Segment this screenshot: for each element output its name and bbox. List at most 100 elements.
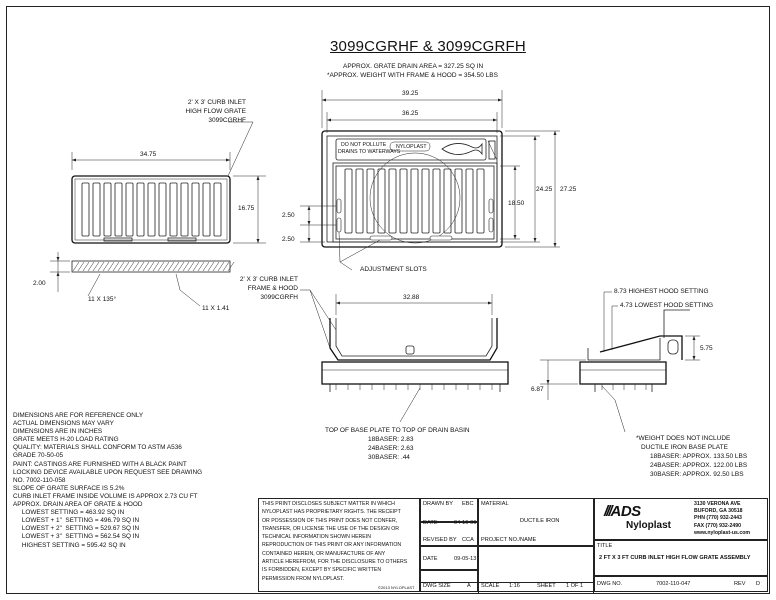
grate-bar bbox=[114, 182, 123, 237]
title-cell bbox=[594, 540, 768, 576]
grate-bar bbox=[213, 182, 222, 237]
grate-callout-line1: 2' X 3' CURB INLET bbox=[187, 99, 246, 106]
frame-grate-bar bbox=[355, 168, 364, 234]
drawn-by-cell bbox=[420, 498, 478, 522]
frame-height-dim-1: 24.25 bbox=[536, 186, 553, 193]
grate-bar bbox=[180, 182, 189, 237]
rev-value: D bbox=[756, 581, 761, 587]
hatch-line bbox=[217, 261, 225, 272]
material-cell bbox=[478, 498, 594, 546]
disclaimer-box bbox=[258, 498, 420, 592]
grate-bar bbox=[191, 182, 200, 237]
note-line: DIMENSIONS ARE IN INCHES bbox=[13, 428, 103, 436]
note-line: DIMENSIONS ARE FOR REFERENCE ONLY bbox=[13, 412, 144, 419]
hatch-line bbox=[87, 261, 95, 272]
grate-height-dim: 16.75 bbox=[238, 205, 255, 212]
hatch-line bbox=[227, 261, 235, 272]
revised-by-label: REVISED BY bbox=[423, 537, 457, 543]
frame-grate-bar bbox=[454, 168, 463, 234]
hatch-line bbox=[167, 261, 175, 272]
note-line: GRATE MEETS H-20 LOAD RATING bbox=[13, 436, 119, 444]
hatch-line bbox=[152, 261, 160, 272]
hatch-line bbox=[157, 261, 165, 272]
note-line: LOWEST + 2" SETTING = 529.67 SQ IN bbox=[13, 525, 140, 533]
hatch-line bbox=[107, 261, 115, 272]
weight-row-18: 18BASER: APPROX. 133.50 LBS bbox=[650, 453, 748, 460]
grate-angle-dim: 11 X 135° bbox=[88, 296, 117, 303]
frame-height-dim-2: 27.25 bbox=[560, 186, 577, 193]
title-label: TITLE bbox=[597, 543, 613, 549]
highest-hood-setting: 8.73 HIGHEST HOOD SETTING bbox=[614, 288, 709, 295]
frame-grate-bar bbox=[344, 168, 353, 234]
hatch-line bbox=[212, 261, 220, 272]
note-line: QUALITY: MATERIALS SHALL CONFORM TO ASTM… bbox=[13, 444, 182, 452]
frame-callout-line3: 3099CGRFH bbox=[260, 294, 298, 301]
base-heading: TOP OF BASE PLATE TO TOP OF DRAIN BASIN bbox=[325, 427, 470, 434]
note-line: LOWEST + 1" SETTING = 496.79 SQ IN bbox=[13, 517, 140, 525]
dwg-size-label: DWG SIZE bbox=[423, 583, 451, 589]
hatch-line bbox=[197, 261, 205, 272]
weight-note-line1: *WEIGHT DOES NOT INCLUDE bbox=[636, 435, 731, 442]
frame-grate-bar bbox=[465, 168, 474, 234]
frame-top-view bbox=[321, 130, 503, 248]
scale-row bbox=[420, 582, 594, 592]
note-line: LOCKING DEVICE AVAILABLE UPON REQUEST SE… bbox=[13, 468, 203, 476]
hatch-line bbox=[142, 261, 150, 272]
grate-bar bbox=[136, 182, 145, 237]
hatch-line bbox=[187, 261, 195, 272]
hatch-line bbox=[137, 261, 145, 272]
hatch-line bbox=[117, 261, 125, 272]
grate-bar-dim: 11 X 1.41 bbox=[202, 305, 230, 312]
hatch-line bbox=[102, 261, 110, 272]
frame-callout-line2: FRAME & HOOD bbox=[247, 285, 298, 292]
hatch-line bbox=[122, 261, 130, 272]
frame-left-dim-2: 2.50 bbox=[282, 236, 295, 243]
grate-bar bbox=[81, 182, 90, 237]
note-line: LOWEST SETTING = 463.92 SQ IN bbox=[13, 509, 125, 517]
disclaimer-text: THIS PRINT DISCLOSES SUBJECT MATTER IN W… bbox=[262, 501, 408, 582]
hatch-line bbox=[92, 261, 100, 272]
company-address: 3130 VERONA AVE BUFORD, GA 30518 PHN (77… bbox=[694, 501, 751, 536]
hatch-line bbox=[162, 261, 170, 272]
material-label: MATERIAL bbox=[481, 501, 509, 507]
hatch-line bbox=[82, 261, 90, 272]
hood-side-view bbox=[579, 309, 690, 392]
hatch-line bbox=[97, 261, 105, 272]
dwg-size-value: A bbox=[467, 583, 471, 589]
plate-text-line1: DO NOT POLLUTE bbox=[341, 142, 387, 148]
side-width-dim: 32.88 bbox=[403, 294, 420, 301]
frame-left-dim-1: 2.50 bbox=[282, 212, 295, 219]
rev-label: REV bbox=[734, 581, 746, 587]
frame-grate-bar bbox=[410, 168, 419, 234]
frame-grate-bar bbox=[476, 168, 485, 234]
hatch-line bbox=[112, 261, 120, 272]
revised-by-cell bbox=[420, 546, 478, 570]
drawn-by-label: DRAWN BY bbox=[423, 501, 453, 507]
copyright: ©2013 NYLOPLAST bbox=[378, 585, 415, 590]
base-row-18: 18BASER: 2.83 bbox=[368, 436, 414, 443]
date2-label: DATE bbox=[423, 556, 438, 562]
weight-row-30: 30BASER: APPROX. 92.50 LBS bbox=[650, 471, 744, 478]
frame-grate-bar bbox=[377, 168, 386, 234]
grate-bar bbox=[92, 182, 101, 237]
ads-logo-slashes: /// bbox=[604, 503, 612, 520]
frame-side-view bbox=[321, 318, 509, 392]
grate-width-dim: 34.75 bbox=[140, 151, 157, 158]
grate-bar bbox=[103, 182, 112, 237]
material-value: DUCTILE IRON bbox=[520, 518, 560, 524]
note-line: CURB INLET FRAME INSIDE VOLUME IS APPROX… bbox=[13, 492, 198, 500]
hatch-line bbox=[172, 261, 180, 272]
general-notes: DIMENSIONS ARE FOR REFERENCE ONLY ACTUAL… bbox=[13, 412, 202, 550]
ads-logo: ///ADS bbox=[604, 503, 641, 520]
note-line: ACTUAL DIMENSIONS MAY VARY bbox=[13, 420, 114, 428]
company-cell bbox=[594, 498, 768, 540]
grate-drain-area: APPROX. GRATE DRAIN AREA = 327.25 SQ IN bbox=[343, 63, 484, 70]
note-line: SLOPE OF GRATE SURFACE IS 5.2% bbox=[13, 484, 125, 492]
dwg-no-value: 7002-110-047 bbox=[656, 581, 691, 587]
hatch-line bbox=[147, 261, 155, 272]
scale-label: SCALE bbox=[481, 583, 500, 589]
sheet-label: SHEET bbox=[537, 583, 556, 589]
grate-bar bbox=[202, 182, 211, 237]
grate-bar bbox=[158, 182, 167, 237]
